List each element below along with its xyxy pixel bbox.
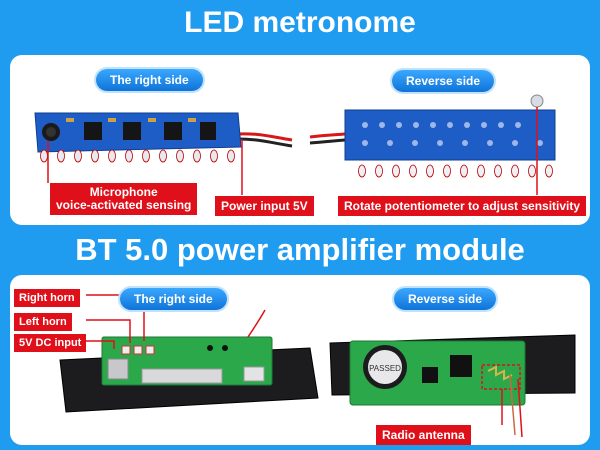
microphone-label-line1: Microphone (89, 185, 158, 199)
usb-port-icon (107, 358, 129, 380)
radio-antenna-label: Radio antenna (376, 425, 471, 445)
left-horn-label: Left horn (14, 313, 72, 331)
page-title-led-metronome: LED metronome (184, 6, 416, 39)
bt-reverse-side-pill: Reverse side (394, 288, 497, 310)
led-metronome-photos (34, 94, 556, 195)
microphone-label-line2: voice-activated sensing (56, 198, 192, 212)
power-input-label: Power input 5V (215, 196, 314, 216)
potentiometer-label: Rotate potentiometer to adjust sensitivi… (338, 196, 587, 216)
page-title-bt-amplifier: BT 5.0 power amplifier module (75, 232, 525, 267)
led-right-side-pill: The right side (96, 69, 203, 91)
led-pcb-reverse (309, 94, 556, 195)
bt-module-reverse: PASSED (329, 334, 576, 438)
bt-right-side-pill: The right side (120, 288, 227, 310)
buzzer-text: PASSED (369, 364, 401, 373)
bt-amplifier-photos: PASSED (59, 294, 576, 438)
microphone-label: Microphone voice-activated sensing (50, 183, 198, 215)
bt-amplifier-panel: PASSED The right side Reverse side Right… (10, 275, 590, 445)
potentiometer-icon (530, 94, 544, 108)
right-horn-label: Right horn (14, 289, 80, 307)
led-metronome-panel: The right side Reverse side Microphone v… (10, 55, 590, 225)
bt-module-front (59, 294, 319, 413)
antenna-trace (487, 365, 513, 381)
led-reverse-side-pill: Reverse side (392, 70, 495, 92)
led-pcb-front (34, 112, 293, 195)
dc-input-label: 5V DC input (14, 334, 87, 352)
